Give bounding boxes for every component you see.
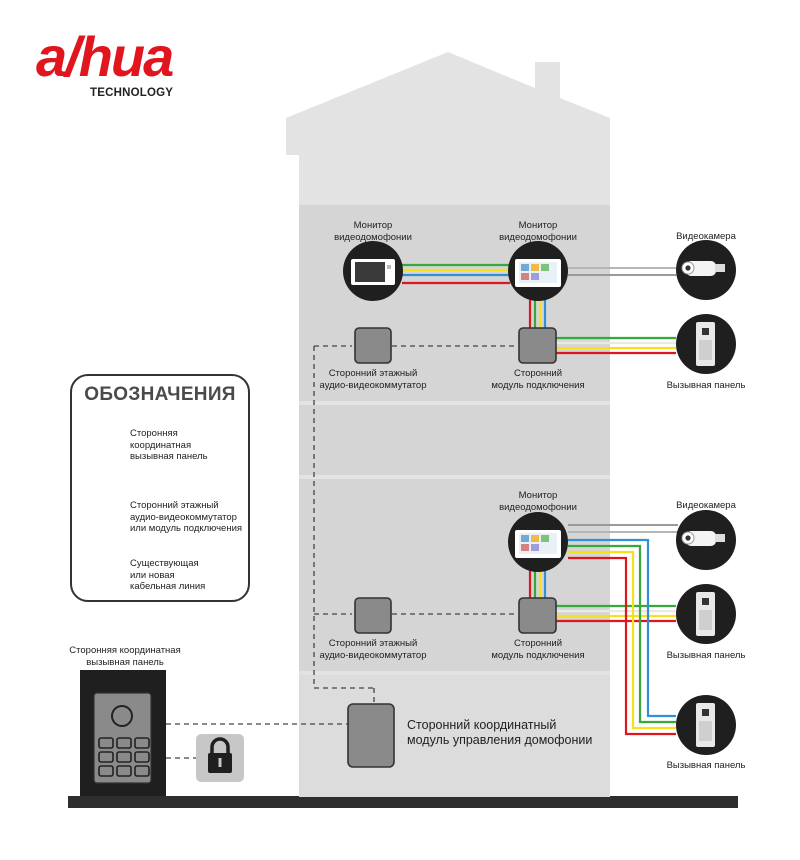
module-lower-label: Сторонний модуль подключения [491, 638, 585, 661]
dashed-cable-lines [166, 345, 518, 759]
lower-second-panel-wires [568, 538, 676, 736]
camera-lower-label: Видеокамера [676, 500, 736, 511]
lower-panel-wires [556, 604, 676, 623]
upper-riser-wires [528, 300, 547, 330]
call-panel-upper [676, 314, 736, 374]
monitor-upper-left-label: Монитор видеодомофонии [334, 220, 412, 243]
legend-item-module-label: Сторонний этажный аудио-видеокоммутатор … [130, 500, 243, 534]
call-panel-lower-1-label: Вызывная панель [666, 650, 746, 661]
legend-item-cable-label: Существующая или новая кабельная линия [130, 558, 206, 592]
lower-camera-wires [568, 524, 678, 533]
module-lower [518, 597, 557, 634]
switch-upper [354, 327, 392, 364]
module-upper [518, 327, 557, 364]
entrance-panel-keypad [98, 737, 150, 777]
legend-item-panel-label: Сторонняя координатная вызывная панель [130, 428, 208, 462]
monitor-upper-right [508, 241, 568, 301]
camera-upper [676, 240, 736, 300]
house-building [286, 52, 610, 797]
floor-band-middle [299, 405, 610, 475]
call-panel-lower-2 [676, 695, 736, 755]
lock-icon [196, 734, 244, 782]
upper-monitor-link-wires [402, 263, 510, 285]
logo-wordmark: a/hua [36, 25, 174, 88]
control-module-label: Сторонний координатный модуль управления… [407, 718, 593, 747]
monitor-lower-label: Монитор видеодомофонии [499, 490, 577, 513]
switch-lower-label: Сторонний этажный аудио-видеокоммутатор [319, 638, 427, 661]
switch-lower [354, 597, 392, 634]
entrance-panel [80, 670, 166, 796]
module-upper-label: Сторонний модуль подключения [491, 368, 585, 391]
floor-band-upper [299, 205, 610, 401]
call-panel-lower-1 [676, 584, 736, 644]
entrance-panel-label: Сторонняя координатная вызывная панель [69, 645, 181, 668]
call-panel-upper-label: Вызывная панель [666, 380, 746, 391]
control-module [347, 703, 395, 768]
monitor-upper-left [343, 241, 403, 301]
switch-upper-label: Сторонний этажный аудио-видеокоммутатор [319, 368, 427, 391]
camera-lower [676, 510, 736, 570]
lower-riser-wires [528, 568, 547, 598]
call-panel-lower-2-label: Вызывная панель [666, 760, 746, 771]
upper-camera-wires [568, 267, 676, 276]
legend-title: ОБОЗНАЧЕНИЯ [84, 384, 236, 405]
camera-upper-label: Видеокамера [676, 231, 736, 242]
legend-box: ОБОЗНАЧЕНИЯ [70, 374, 250, 602]
upper-panel-wires [556, 336, 676, 355]
monitor-upper-right-label: Монитор видеодомофонии [499, 220, 577, 243]
floor-band-lower [299, 479, 610, 671]
monitor-lower [508, 512, 568, 572]
logo-subtitle: TECHNOLOGY [90, 87, 174, 99]
ground-line [68, 796, 738, 808]
